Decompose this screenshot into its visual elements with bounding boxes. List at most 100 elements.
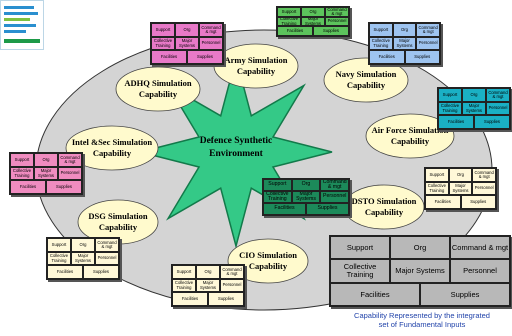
fic-block-air-force-supplies: Supplies (474, 115, 510, 130)
fic-block-navy-org: Org (392, 23, 417, 37)
fic-block-army-org: Org (301, 7, 325, 17)
center-label-line2: Environment (209, 149, 264, 159)
fic-block-center-collective-training: Collective Training (263, 191, 292, 203)
oval-intel-sec-label-line2: Capability (93, 148, 132, 158)
fic-block-intel-sec-major-systems: Major Systems (34, 166, 58, 181)
oval-cio-label-line1: CIO Simulation (239, 250, 297, 260)
fic-block-air-force-facilities: Facilities (438, 115, 474, 130)
fic-block-navy-collective-training: Collective Training (369, 36, 393, 51)
fic-block-navy-command: Command & mgt (416, 23, 441, 37)
fic-block-air-force-org: Org (462, 88, 486, 102)
fic-block-dsg-org: Org (71, 238, 95, 252)
center-label-line1: Defence Synthetic (200, 136, 273, 146)
fic-block-air-force-command: Command & mgt (486, 88, 510, 102)
fic-block-dsg-supplies: Supplies (83, 265, 119, 280)
fic-block-cio-org: Org (196, 265, 220, 279)
caption-line2: set of Fundamental Inputs (378, 319, 466, 329)
fic-block-center-personnel: Personnel (320, 191, 350, 203)
fic-block-cio-support: Support (172, 265, 196, 279)
oval-adhq-shape (115, 66, 201, 112)
fic-block-army-support: Support (277, 7, 301, 17)
oval-dsto-label-line1: DSTO Simulation (352, 196, 417, 206)
fic-block-cio-major-systems: Major Systems (196, 278, 220, 293)
fic-block-army-major-systems: Major Systems (301, 16, 325, 27)
oval-air-force-shape (365, 113, 455, 159)
fic-block-dsg-facilities: Facilities (47, 265, 83, 280)
fic-block-adhq-personnel: Personnel (199, 36, 223, 51)
fic-block-navy-major-systems: Major Systems (392, 36, 417, 51)
fic-block-cio-facilities: Facilities (172, 292, 208, 307)
fic-block-legend-collective-training: Collective Training (330, 259, 390, 283)
fic-block-army-supplies: Supplies (313, 26, 349, 37)
fic-block-cio-collective-training: Collective Training (172, 278, 196, 293)
fic-block-intel-sec-facilities: Facilities (10, 180, 46, 195)
oval-cio-label-line2: Capability (249, 261, 288, 271)
fic-block-legend-facilities: Facilities (330, 282, 420, 306)
fic-block-army-command: Command & mgt (325, 7, 349, 17)
fic-block-dsg-collective-training: Collective Training (47, 251, 71, 266)
fic-block-navy-facilities: Facilities (369, 50, 405, 65)
oval-navy-label-line1: Navy Simulation (336, 69, 397, 79)
fic-block-legend-org: Org (390, 236, 450, 260)
fic-block-dsto-facilities: Facilities (425, 195, 461, 210)
caption-line1: Capability Represented by the integrated (354, 311, 490, 320)
fic-block-legend-personnel: Personnel (450, 259, 510, 283)
fic-block-air-force-personnel: Personnel (486, 101, 510, 116)
fic-block-intel-sec-supplies: Supplies (46, 180, 82, 195)
fic-block-intel-sec-collective-training: Collective Training (10, 166, 34, 181)
organization-logo (0, 0, 44, 50)
fic-block-adhq-command: Command & mgt (199, 23, 223, 37)
fic-block-dsg-personnel: Personnel (95, 251, 119, 266)
fic-block-adhq-org: Org (175, 23, 199, 37)
oval-army-label-line2: Capability (237, 66, 276, 76)
fic-block-legend-command: Command & mgt (450, 236, 510, 260)
fic-block-dsg-support: Support (47, 238, 71, 252)
oval-adhq-label-line2: Capability (139, 89, 178, 99)
oval-adhq-label-line1: ADHQ Simulation (124, 78, 192, 88)
fic-block-adhq-support: Support (151, 23, 175, 37)
fic-block-adhq-major-systems: Major Systems (175, 36, 199, 51)
legend-caption: Capability Represented by the integrated… (334, 311, 510, 329)
fic-block-navy-supplies: Supplies (404, 50, 440, 65)
fic-block-intel-sec-personnel: Personnel (58, 166, 82, 181)
oval-air-force-label-line1: Air Force Simulation (372, 125, 449, 135)
oval-dsto-label-line2: Capability (365, 207, 404, 217)
fic-block-dsto-major-systems: Major Systems (448, 181, 473, 196)
oval-navy-shape (323, 57, 409, 103)
fic-block-army-personnel: Personnel (325, 16, 349, 27)
oval-navy-label-line2: Capability (347, 80, 386, 90)
fic-block-center-facilities: Facilities (263, 203, 306, 215)
fic-block-cio-personnel: Personnel (220, 278, 244, 293)
